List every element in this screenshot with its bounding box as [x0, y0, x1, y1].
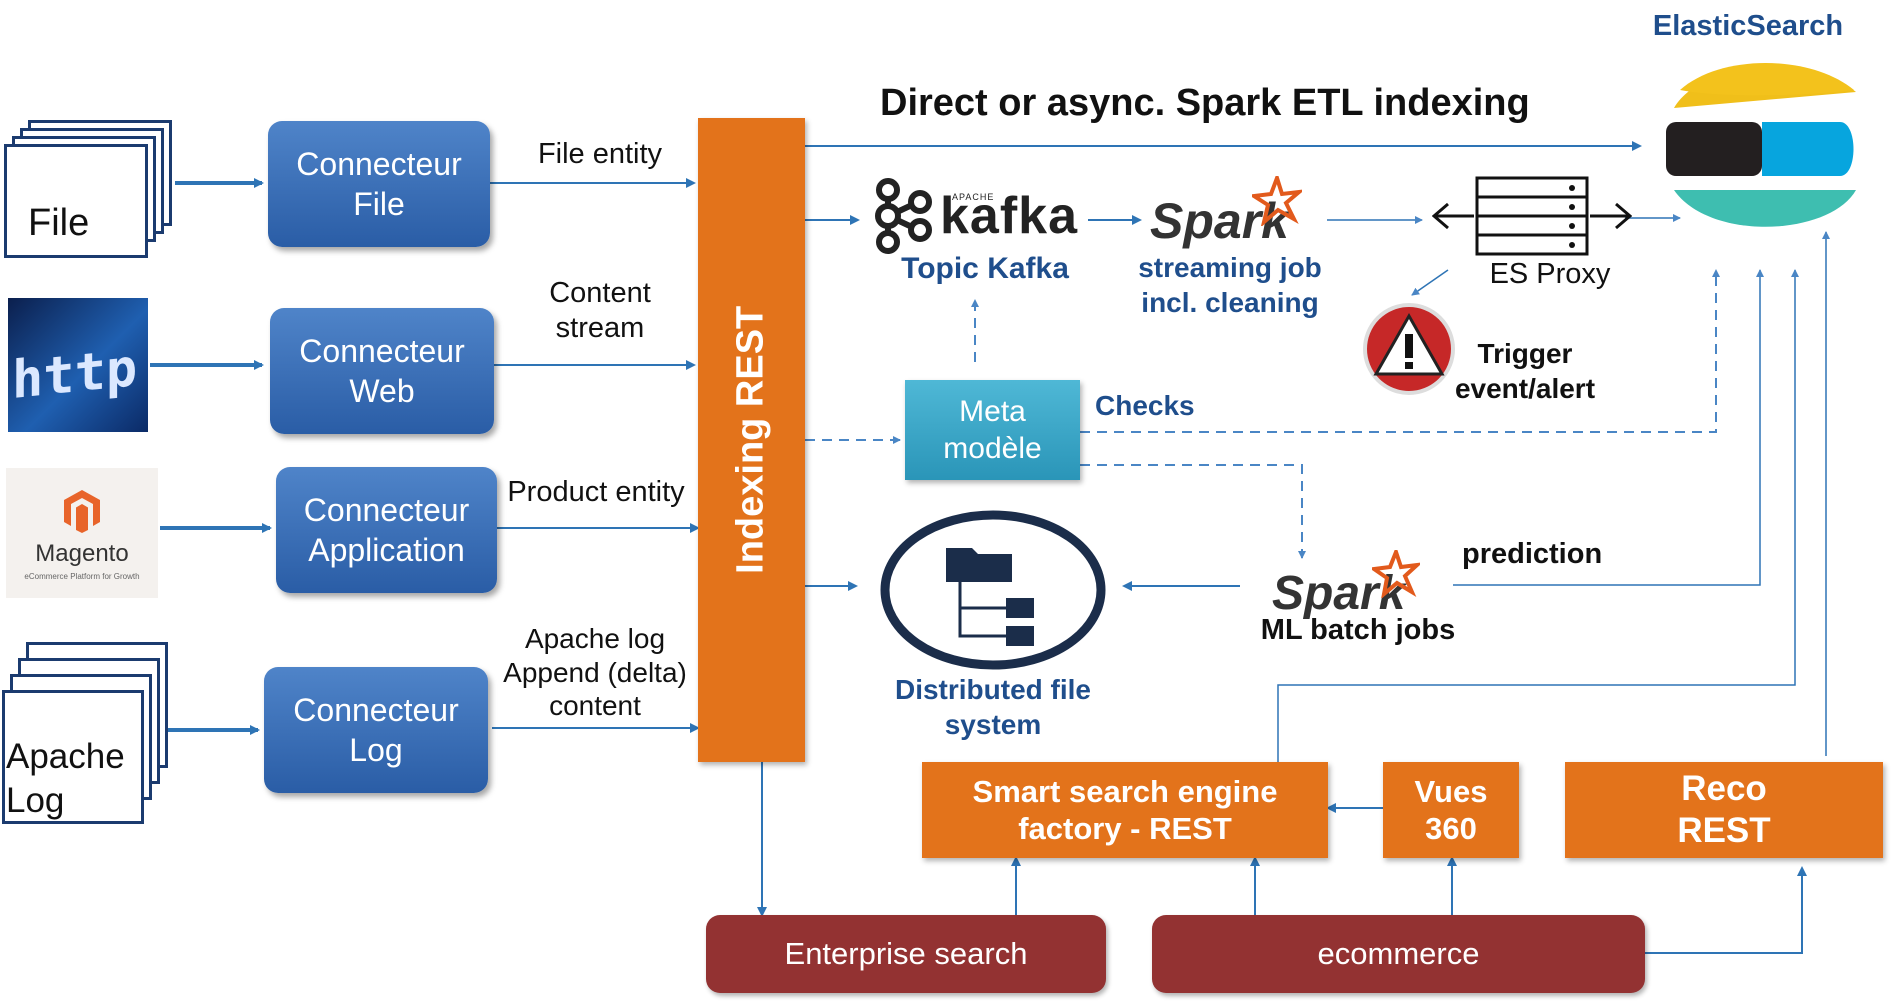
spark-star-icon [1252, 176, 1302, 226]
reco-line1: Reco [1681, 769, 1767, 808]
enterprise-search-label: Enterprise search [784, 936, 1028, 971]
connector-log[interactable]: Connecteur Log [264, 667, 488, 793]
apache-log-label: Apache Log [6, 737, 125, 820]
indexing-rest-label: Indexing REST [729, 305, 772, 575]
prediction-label: prediction [1462, 538, 1603, 570]
smart-search-line2: factory - REST [1018, 811, 1232, 846]
folder-tree-icon [880, 510, 1106, 670]
enterprise-search-box[interactable]: Enterprise search [706, 915, 1106, 993]
connector-web[interactable]: Connecteur Web [270, 308, 494, 434]
vues-line1: Vues [1414, 773, 1488, 809]
elasticsearch-title: ElasticSearch [1652, 10, 1844, 42]
server-icon [1432, 176, 1632, 256]
meta-line1: Meta [959, 394, 1026, 428]
apache-log-edge-label: Apache log Append (delta) content [503, 623, 687, 722]
reco-line2: REST [1677, 811, 1771, 850]
spark-ml-star-icon [1372, 550, 1420, 598]
connector-application[interactable]: Connecteur Application [276, 467, 497, 593]
indexing-rest-bar[interactable]: Indexing REST [698, 118, 805, 762]
product-entity-label: Product entity [507, 476, 685, 508]
connector-log-line2: Log [349, 732, 403, 768]
smart-search-line1: Smart search engine [972, 773, 1278, 809]
kafka-logo-text: kafka [940, 187, 1078, 245]
magento-source: Magento eCommerce Platform for Growth [6, 468, 158, 598]
spark-streaming-label: streaming job incl. cleaning [1138, 252, 1322, 318]
vues-360-box[interactable]: Vues 360 [1383, 762, 1519, 858]
meta-model-box[interactable]: Meta modèle [905, 380, 1080, 480]
es-proxy-label: ES Proxy [1489, 258, 1611, 290]
smart-search-box[interactable]: Smart search engine factory - REST [922, 762, 1328, 858]
spark-ml-label: ML batch jobs [1260, 614, 1456, 646]
ecommerce-box[interactable]: ecommerce [1152, 915, 1645, 993]
elasticsearch-logo [1666, 63, 1856, 227]
dfs-label: Distributed file system [894, 674, 1091, 740]
connector-application-line1: Connecteur [303, 492, 470, 528]
connector-web-line2: Web [349, 373, 415, 409]
content-stream-label: Content stream [549, 277, 651, 344]
web-logo-text: http://w [12, 324, 148, 412]
ecommerce-label: ecommerce [1317, 936, 1480, 971]
topic-kafka-label: Topic Kafka [901, 252, 1069, 285]
magento-icon [64, 490, 100, 533]
kafka-logo-top: APACHE [952, 192, 995, 202]
magento-tagline: eCommerce Platform for Growth [24, 572, 140, 581]
reco-rest-box[interactable]: Reco REST [1565, 762, 1883, 858]
kafka-icon [875, 178, 932, 254]
magento-name: Magento [35, 540, 129, 567]
file-entity-label: File entity [537, 138, 663, 170]
checks-label: Checks [1095, 390, 1195, 421]
alert-label: Trigger event/alert [1454, 338, 1596, 404]
file-label: File [28, 202, 90, 244]
connector-file-line2: File [353, 186, 405, 222]
vues-line2: 360 [1425, 811, 1477, 846]
connector-file-line1: Connecteur [296, 146, 462, 182]
connector-application-line2: Application [308, 532, 465, 568]
connector-log-line1: Connecteur [293, 692, 459, 728]
meta-line2: modèle [943, 432, 1042, 465]
warning-icon [1363, 303, 1455, 395]
web-source-image: http://w [8, 298, 148, 432]
connector-web-line1: Connecteur [299, 333, 465, 369]
diagram-title: Direct or async. Spark ETL indexing [880, 82, 1530, 124]
connector-file[interactable]: Connecteur File [268, 121, 490, 247]
